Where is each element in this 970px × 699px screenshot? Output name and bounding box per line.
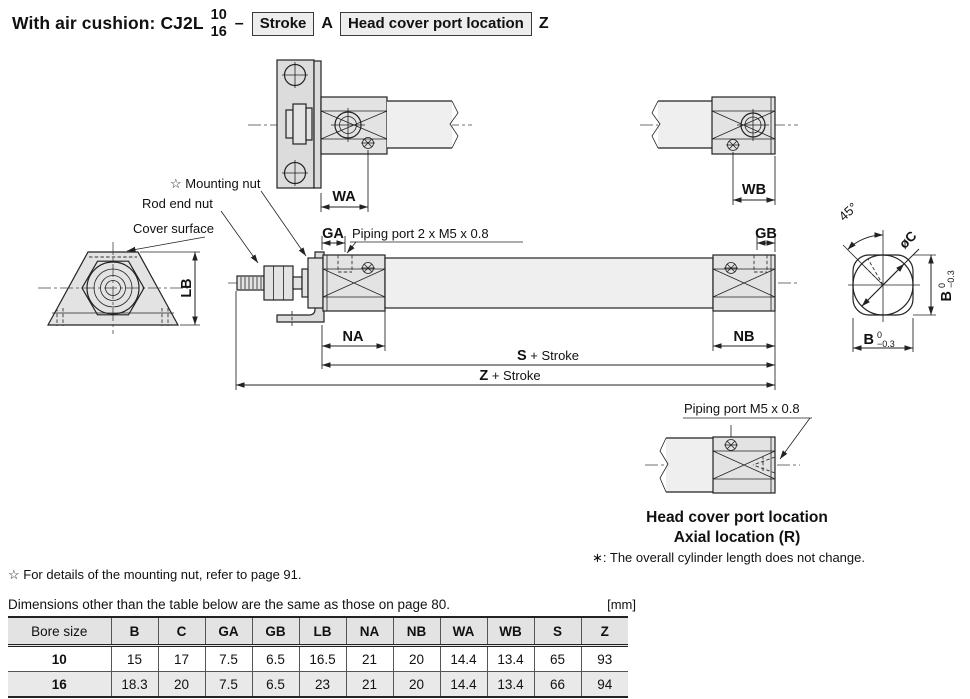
s-stroke-dim-label: S + Stroke bbox=[517, 348, 579, 364]
main-side-view: GA GB Piping port 2 x M5 x 0.8 NA NB S +… bbox=[228, 226, 798, 390]
bore-fraction: 10 16 bbox=[211, 7, 227, 40]
piping-port-main-label: Piping port 2 x M5 x 0.8 bbox=[352, 226, 489, 241]
table-cell: 7.5 bbox=[204, 671, 252, 697]
port-letter: Z bbox=[538, 14, 549, 32]
cushion-valve-icon bbox=[361, 262, 375, 274]
end-view-circle: 45° øC B 0 −0.3 B 0 −0.3 bbox=[836, 200, 956, 352]
mounting-nut-label: ☆ Mounting nut bbox=[170, 176, 261, 191]
cushion-valve-icon bbox=[361, 137, 375, 149]
mounting-nut-footnote: ☆ For details of the mounting nut, refer… bbox=[8, 567, 302, 582]
dimensions-table: Bore size B C GA GB LB NA NB WA WB S Z 1… bbox=[8, 616, 628, 698]
table-cell: 65 bbox=[533, 645, 581, 672]
bore-size-cell: 10 bbox=[8, 645, 111, 672]
svg-text:−0.3: −0.3 bbox=[877, 339, 895, 349]
dimensions-note: Dimensions other than the table below ar… bbox=[8, 597, 451, 612]
angle-45-label: 45° bbox=[836, 200, 861, 224]
table-cell: 20 bbox=[392, 645, 440, 672]
table-cell: 21 bbox=[345, 645, 393, 672]
foot-bracket-front-view: LB bbox=[38, 242, 200, 334]
rod-end-nut-label: Rod end nut bbox=[142, 196, 213, 211]
table-cell: 23 bbox=[298, 671, 346, 697]
head-cover-caption-line1: Head cover port location bbox=[646, 509, 828, 526]
table-cell: 13.4 bbox=[486, 645, 534, 672]
unit-label: [mm] bbox=[607, 597, 636, 612]
na-dim-label: NA bbox=[343, 329, 364, 345]
svg-text:0: 0 bbox=[877, 330, 882, 340]
cushion-letter: A bbox=[321, 14, 333, 32]
col-header-na: NA bbox=[345, 617, 393, 647]
head-end-top-view: WB bbox=[640, 96, 798, 205]
table-cell: 94 bbox=[580, 671, 628, 697]
model-title: With air cushion: CJ2L 10 16 – Stroke A … bbox=[12, 7, 549, 40]
col-header-lb: LB bbox=[298, 617, 346, 647]
table-cell: 66 bbox=[533, 671, 581, 697]
flange-mount-top-view: WA bbox=[248, 59, 472, 212]
model-prefix: With air cushion: CJ2L bbox=[12, 13, 204, 34]
col-header-gb: GB bbox=[251, 617, 299, 647]
dia-c-dim-label: øC bbox=[896, 228, 920, 252]
col-header-ga: GA bbox=[204, 617, 252, 647]
table-cell: 7.5 bbox=[204, 645, 252, 672]
table-cell: 16.5 bbox=[298, 645, 346, 672]
piping-port-axial-label: Piping port M5 x 0.8 bbox=[684, 401, 800, 416]
table-cell: 6.5 bbox=[251, 671, 299, 697]
wa-dim-label: WA bbox=[332, 189, 356, 205]
table-cell: 20 bbox=[392, 671, 440, 697]
col-header-c: C bbox=[157, 617, 205, 647]
cushion-valve-icon bbox=[726, 139, 740, 151]
separator-dash: – bbox=[234, 14, 244, 32]
table-row-bore-16: 16 18.3 20 7.5 6.5 23 21 20 14.4 13.4 66… bbox=[8, 671, 628, 697]
axial-port-view: Piping port M5 x 0.8 Head cover port loc… bbox=[592, 401, 865, 565]
b-dim-vertical-label: B 0 −0.3 bbox=[937, 270, 956, 301]
svg-text:0: 0 bbox=[937, 283, 947, 288]
cushion-valve-icon bbox=[724, 262, 738, 274]
bore-option-10: 10 bbox=[210, 7, 227, 23]
col-header-bore-size: Bore size bbox=[8, 617, 111, 647]
cover-surface-label: Cover surface bbox=[133, 221, 214, 236]
table-cell: 15 bbox=[110, 645, 158, 672]
gb-dim-label: GB bbox=[755, 226, 777, 242]
table-cell: 6.5 bbox=[251, 645, 299, 672]
table-cell: 21 bbox=[345, 671, 393, 697]
b-dim-horizontal-label: B 0 −0.3 bbox=[864, 330, 895, 349]
col-header-nb: NB bbox=[392, 617, 440, 647]
dimensions-note-row: Dimensions other than the table below ar… bbox=[8, 597, 636, 612]
col-header-z: Z bbox=[580, 617, 628, 647]
nb-dim-label: NB bbox=[734, 329, 755, 345]
port-location-box: Head cover port location bbox=[339, 11, 532, 36]
cylinder-length-note: ∗: The overall cylinder length does not … bbox=[592, 550, 865, 565]
bore-option-16: 16 bbox=[210, 23, 227, 40]
cushion-valve-icon bbox=[724, 439, 738, 451]
ga-dim-label: GA bbox=[322, 226, 344, 242]
col-header-s: S bbox=[533, 617, 581, 647]
callout-labels: ☆ Mounting nut Rod end nut Cover surface bbox=[126, 176, 307, 264]
stroke-box: Stroke bbox=[251, 11, 315, 36]
table-cell: 13.4 bbox=[486, 671, 534, 697]
head-cover-caption-line2: Axial location (R) bbox=[674, 529, 801, 546]
svg-text:−0.3: −0.3 bbox=[946, 270, 956, 288]
col-header-wa: WA bbox=[439, 617, 487, 647]
table-cell: 93 bbox=[580, 645, 628, 672]
table-cell: 14.4 bbox=[439, 645, 487, 672]
bore-size-cell: 16 bbox=[8, 671, 111, 697]
table-cell: 18.3 bbox=[110, 671, 158, 697]
wb-dim-label: WB bbox=[742, 182, 766, 198]
z-stroke-dim-label: Z + Stroke bbox=[479, 368, 540, 384]
table-row-bore-10: 10 15 17 7.5 6.5 16.5 21 20 14.4 13.4 65… bbox=[8, 645, 628, 672]
lb-dim-label: LB bbox=[179, 278, 195, 297]
table-cell: 14.4 bbox=[439, 671, 487, 697]
table-cell: 17 bbox=[157, 645, 205, 672]
col-header-wb: WB bbox=[486, 617, 534, 647]
svg-text:B: B bbox=[939, 291, 955, 301]
col-header-b: B bbox=[110, 617, 158, 647]
technical-drawing: WA WB LB ☆ Mounting bbox=[8, 59, 956, 582]
table-header-row: Bore size B C GA GB LB NA NB WA WB S Z bbox=[8, 617, 628, 647]
svg-text:B: B bbox=[864, 332, 874, 348]
table-cell: 20 bbox=[157, 671, 205, 697]
